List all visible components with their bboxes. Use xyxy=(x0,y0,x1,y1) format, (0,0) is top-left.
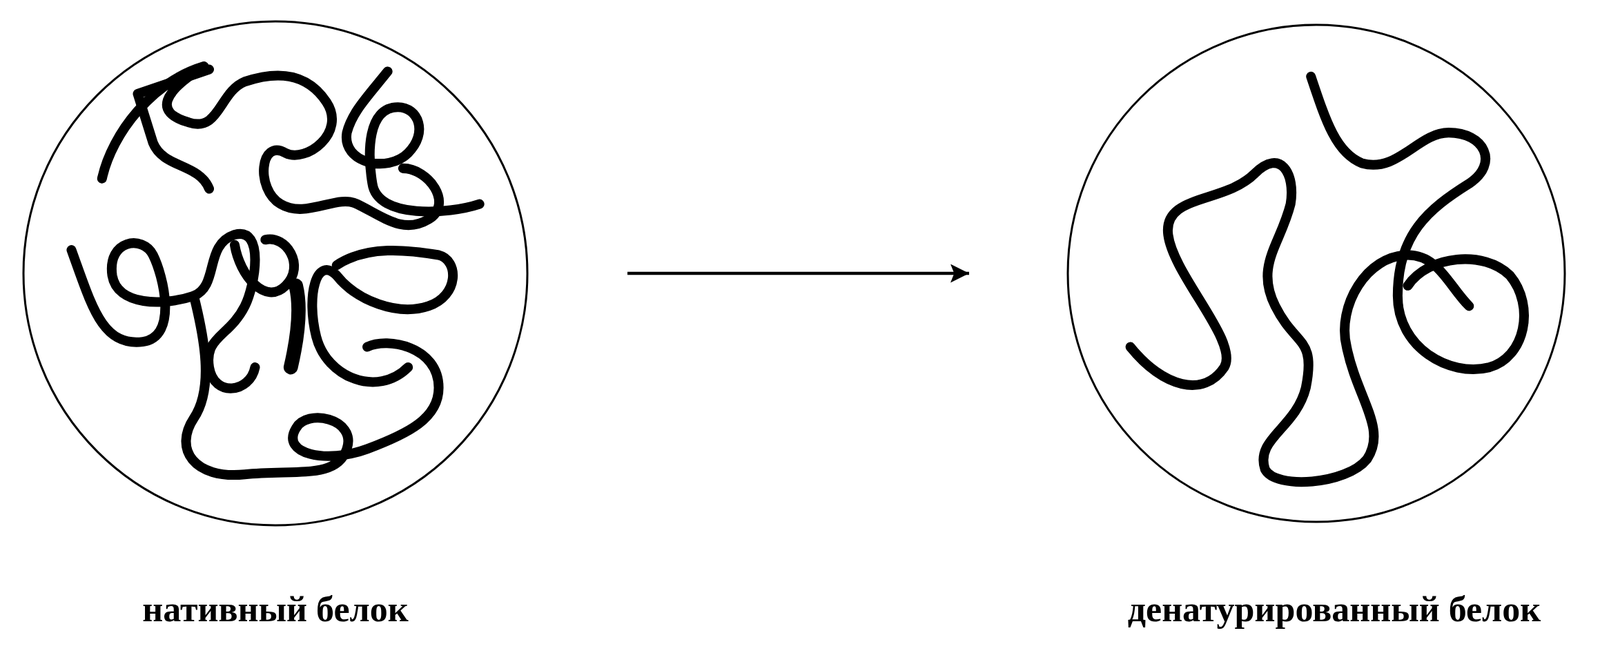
circle-outline xyxy=(1066,23,1567,524)
circle-border xyxy=(23,21,528,526)
protein-circle: нативный белок xyxy=(22,20,529,527)
circle-border xyxy=(1067,24,1565,522)
protein-chain xyxy=(71,233,255,389)
protein-chain xyxy=(311,250,453,383)
protein-chain xyxy=(138,69,210,190)
node-caption: денатурированный белок xyxy=(1127,588,1541,631)
node-caption: нативный белок xyxy=(142,588,408,631)
protein-chain xyxy=(1310,76,1525,370)
protein-chain xyxy=(346,71,480,212)
protein-chain xyxy=(1130,162,1470,482)
protein-chain xyxy=(290,285,299,368)
protein-circle: денатурированный белок xyxy=(1066,23,1567,524)
circle-outline xyxy=(22,20,529,527)
arrow-connector xyxy=(627,271,970,276)
protein-chain xyxy=(234,239,295,293)
